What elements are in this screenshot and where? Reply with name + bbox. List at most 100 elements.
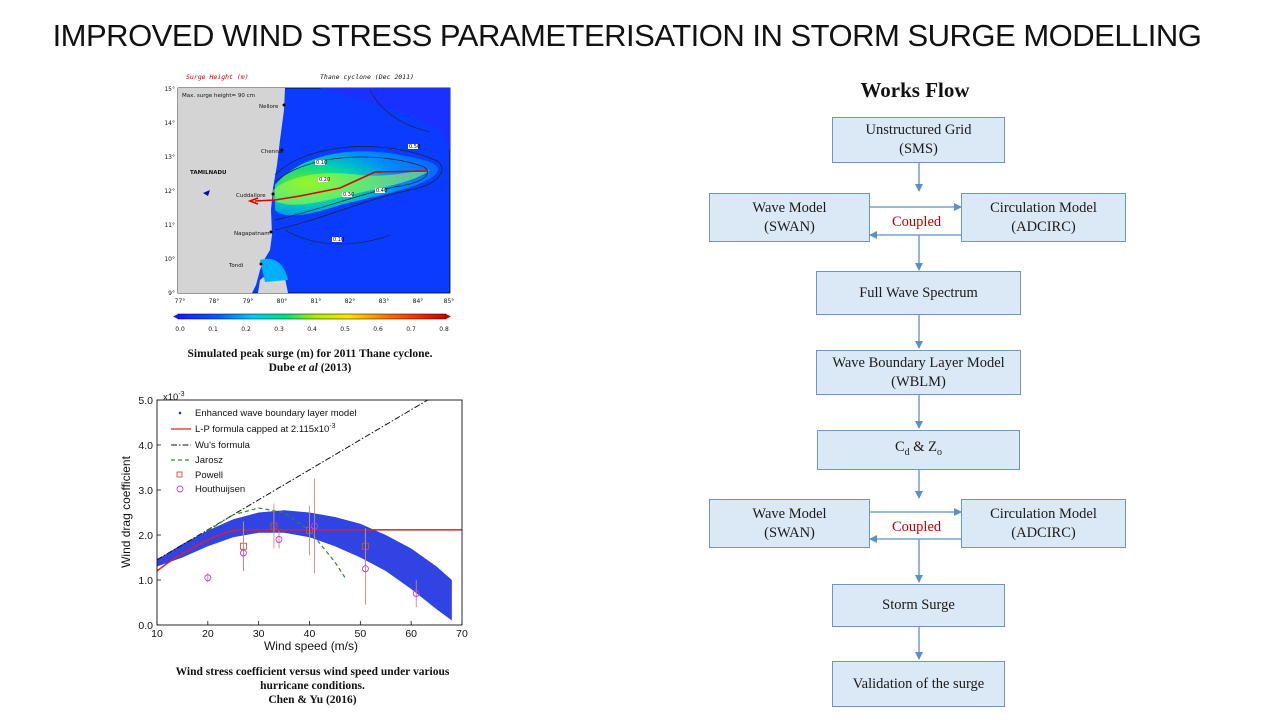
jarosz-line: [207, 507, 346, 579]
colorbar-tick: 0.0: [175, 326, 185, 333]
box-storm-surge: Storm Surge: [832, 584, 1005, 627]
legend: Enhanced wave boundary layer model L-P f…: [171, 408, 357, 495]
place-nagapatnam: Nagapatnam: [234, 231, 270, 237]
y-tick-label: 5.0: [138, 395, 153, 407]
contour-label: 0.40: [376, 188, 387, 194]
y-tick-label: 1.0: [138, 575, 153, 587]
contour-label: 0.50: [409, 144, 420, 150]
map-caption-line1: Simulated peak surge (m) for 2011 Thane …: [187, 348, 433, 360]
x-tick-label: 20: [202, 628, 214, 640]
lon-tick: 80°: [277, 298, 288, 305]
colorbar-tick: 0.5: [340, 326, 350, 333]
colorbar-tick: 0.2: [241, 326, 251, 333]
contour-label: 0.30: [343, 192, 354, 198]
chart-caption-line1: Wind stress coefficient versus wind spee…: [175, 666, 450, 678]
x-tick-label: 50: [354, 628, 366, 640]
colorbar-tick: 0.1: [208, 326, 218, 333]
y-multiplier: x10-3: [163, 391, 185, 403]
colorbar-tick: 0.4: [307, 326, 317, 333]
y-tick-label: 3.0: [138, 485, 153, 497]
place-nellore: Nellore: [259, 104, 279, 110]
box-circulation-model-2: Circulation Model (ADCIRC): [961, 499, 1126, 548]
houthuijsen-point: [204, 574, 212, 582]
contour-label: 0.10: [316, 160, 327, 166]
y-axis-label: Wind drag coefficient: [119, 455, 133, 568]
houthuijsen-point: [361, 565, 369, 573]
legend-entry: Jarosz: [195, 455, 223, 466]
box-cd-zo: Cd & Zo: [817, 430, 1020, 470]
legend-entry: Enhanced wave boundary layer model: [195, 408, 357, 419]
legend-entry: Powell: [195, 470, 223, 481]
box-wave-boundary-layer-model: Wave Boundary Layer Model (WBLM): [816, 350, 1021, 395]
colorbar-tick: 0.3: [274, 326, 284, 333]
houthuijsen-point: [412, 590, 420, 597]
lon-tick: 83°: [379, 298, 390, 305]
lat-tick: 11°: [164, 222, 175, 229]
contour-label: 0.10: [333, 237, 344, 243]
place-tondi: Tondi: [228, 263, 244, 269]
lon-tick: 79°: [243, 298, 254, 305]
workflow-title: Works Flow: [860, 78, 970, 102]
box-validation: Validation of the surge: [832, 661, 1005, 707]
houthuijsen-point: [311, 522, 319, 530]
x-axis-label: Wind speed (m/s): [264, 639, 358, 653]
box-wave-model-1: Wave Model (SWAN): [709, 193, 870, 242]
box-unstructured-grid: Unstructured Grid (SMS): [832, 117, 1005, 163]
legend-entry: Houthuijsen: [195, 484, 245, 495]
place-chennai: Chennai: [261, 149, 284, 155]
chart-caption-line2: hurricane conditions.: [260, 680, 365, 692]
lon-tick: 77°: [175, 298, 186, 305]
place-tamilnadu: TAMILNADU: [190, 170, 227, 176]
box-circulation-model-1: Circulation Model (ADCIRC): [961, 193, 1126, 242]
colorbar-tick: 0.8: [439, 326, 449, 333]
map-max-label: Max. surge height= 90 cm: [182, 93, 255, 99]
colorbar-tick: 0.6: [373, 326, 383, 333]
lp-formula-line: [157, 529, 462, 572]
lon-tick: 78°: [209, 298, 220, 305]
map-caption-line2: Dube et al (2013): [268, 362, 352, 374]
lat-tick: 10°: [164, 256, 175, 263]
surge-map: 0.10 0.20 0.30 0.40 0.50 0.10 Nellore Ch…: [160, 70, 460, 338]
chart-caption: Wind stress coefficient versus wind spee…: [155, 665, 470, 707]
y-tick-label: 4.0: [138, 440, 153, 452]
chart-caption-line3: Chen & Yu (2016): [268, 694, 357, 706]
x-tick-label: 10: [151, 628, 163, 640]
map-header-left: Surge Height (m): [186, 73, 249, 81]
contour-label: 0.20: [319, 177, 330, 183]
lon-tick: 84°: [413, 298, 424, 305]
x-tick-label: 60: [405, 628, 417, 640]
land-area: [178, 88, 285, 293]
lat-tick: 15°: [164, 86, 175, 93]
wblm-scatter-band: [157, 510, 452, 621]
place-cuddallore: Cuddallore: [236, 193, 266, 199]
legend-entry: Wu's formula: [195, 440, 251, 451]
colorbar-tick: 0.7: [406, 326, 416, 333]
x-tick-label: 70: [456, 628, 468, 640]
map-header-right: Thane cyclone (Dec 2011): [320, 73, 414, 81]
map-caption: Simulated peak surge (m) for 2011 Thane …: [160, 347, 460, 375]
lat-tick: 14°: [164, 120, 175, 127]
box-full-wave-spectrum: Full Wave Spectrum: [816, 271, 1021, 315]
lat-tick: 9°: [168, 290, 175, 297]
coupled-label-2: Coupled: [892, 519, 942, 535]
lon-tick: 82°: [345, 298, 356, 305]
wu-formula-line: [157, 400, 429, 561]
lat-tick: 13°: [164, 154, 175, 161]
houthuijsen-point: [239, 549, 247, 557]
x-tick-label: 40: [304, 628, 316, 640]
coupled-label-1: Coupled: [892, 214, 942, 230]
plot-area: [157, 400, 462, 621]
houthuijsen-point: [275, 536, 283, 543]
x-tick-label: 30: [253, 628, 265, 640]
box-wave-model-2: Wave Model (SWAN): [709, 499, 870, 548]
lon-tick: 85°: [444, 298, 455, 305]
cyclone-track: [254, 170, 429, 202]
powell-point: [270, 522, 278, 530]
lat-tick: 12°: [164, 188, 175, 195]
y-tick-label: 0.0: [138, 620, 153, 632]
legend-entry: L-P formula capped at 2.115x10-3: [195, 423, 336, 435]
slide-title: IMPROVED WIND STRESS PARAMETERISATION IN…: [52, 18, 1202, 53]
lon-tick: 81°: [311, 298, 322, 305]
